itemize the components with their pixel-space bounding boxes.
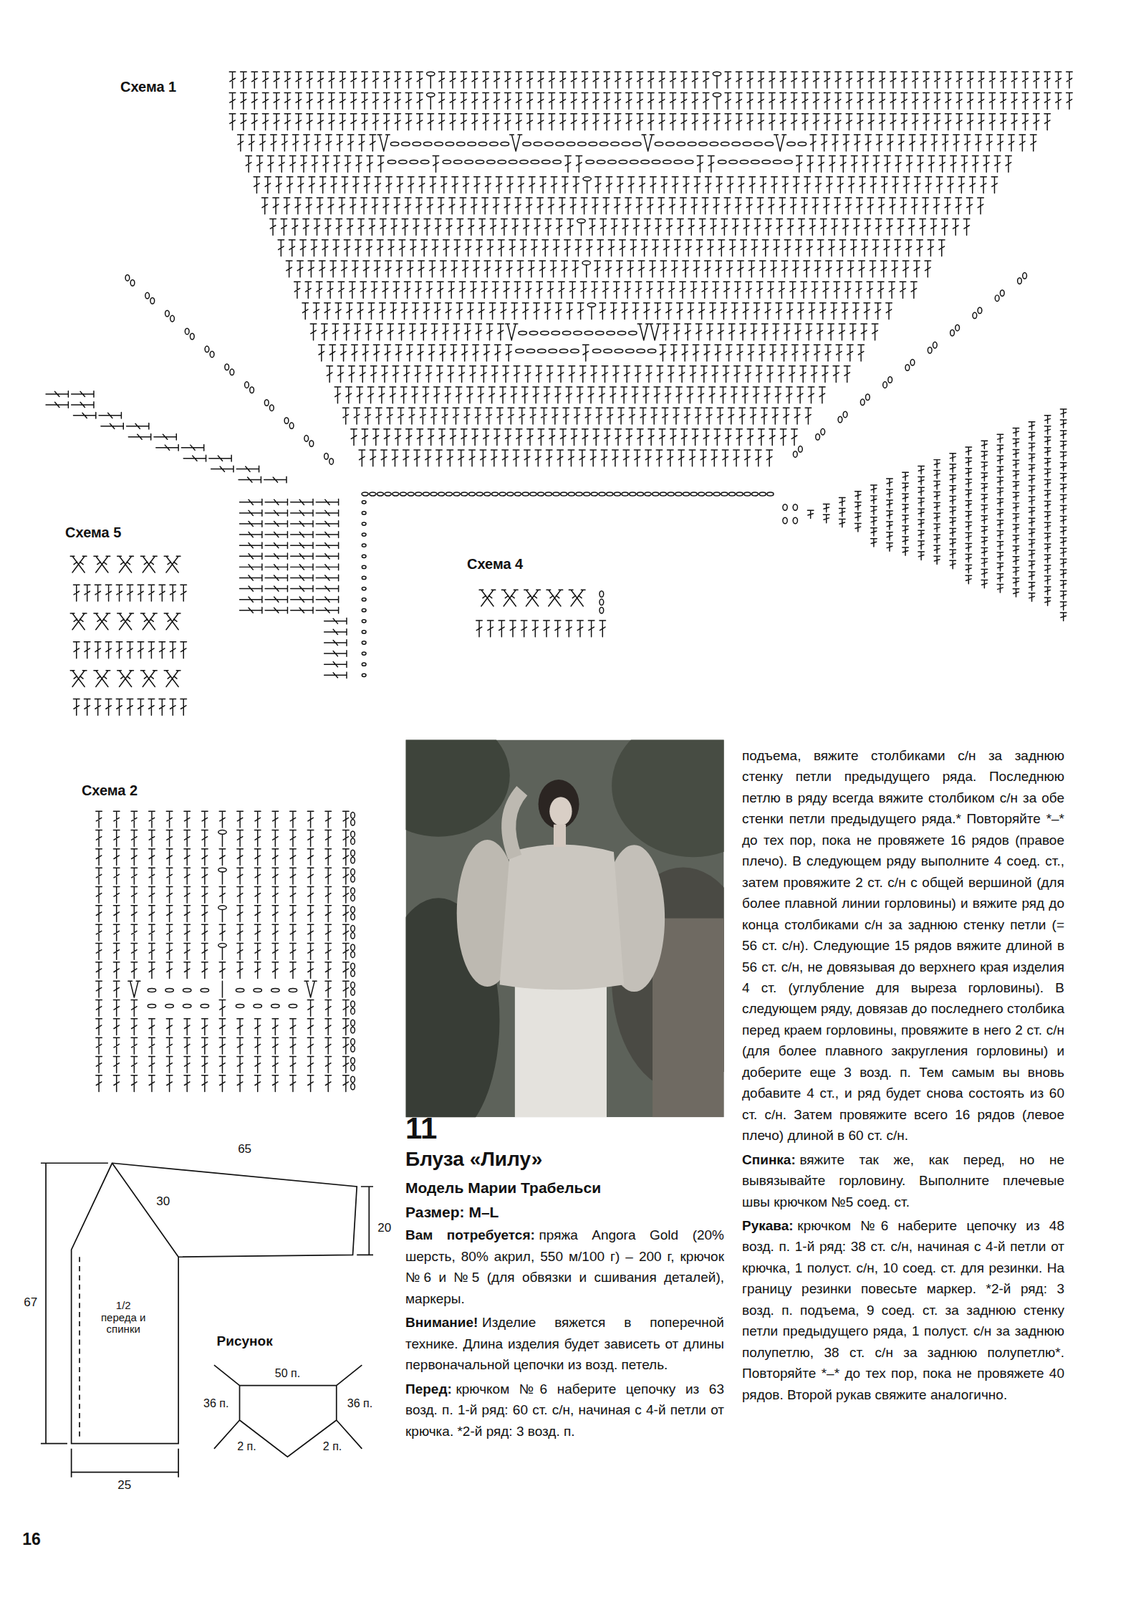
stitch-chart (70, 555, 187, 715)
neck-guide (214, 1364, 362, 1449)
dimension: 20 (377, 1221, 392, 1235)
stitch-chart (476, 589, 606, 637)
text: крючком №6 наберите цепочку из 63 возд. … (405, 1380, 725, 1439)
shed-wall (652, 918, 725, 1118)
size-line: Размер: M–L (405, 1201, 725, 1223)
article-number: 11 (405, 1111, 725, 1145)
run-in-heading: Рукава: (742, 1217, 794, 1233)
dimension: 67 (23, 1294, 38, 1309)
foliage (406, 739, 510, 837)
text: подъема, вяжите столбиками с/н за заднюю… (742, 747, 1065, 1143)
text-column: подъема, вяжите столбиками с/н за заднюю… (742, 744, 1065, 1408)
text: Модель Марии Трабельси (405, 1178, 601, 1196)
neck-drawing (214, 1364, 362, 1457)
text: крючком №6 наберите цепочку из 48 возд. … (742, 1217, 1065, 1402)
title: Блуза «Лилу» (405, 1147, 543, 1170)
raised-arm (508, 790, 523, 858)
dimension: 25 (117, 1477, 132, 1492)
paragraph: подъема, вяжите столбиками с/н за заднюю… (742, 744, 1065, 1146)
part-name: 1/2 переда и спинки (97, 1299, 149, 1336)
foliage (611, 739, 725, 858)
chart-title: Схема 1 (120, 78, 177, 95)
run-in-heading: Внимание! (405, 1314, 478, 1330)
article-title: Блуза «Лилу» (405, 1146, 725, 1172)
neck (553, 824, 566, 847)
text: Размер: M–L (405, 1203, 499, 1220)
dimension-line (356, 1186, 374, 1255)
paragraph: Рукава:крючком №6 наберите цепочку из 48… (742, 1214, 1065, 1405)
hair (538, 779, 580, 828)
run-in-heading: Вам потребуется: (405, 1226, 536, 1242)
stitch-count: 36 п. (203, 1396, 229, 1410)
paragraph: Вам потребуется:пряжа Angora Gold (20% ш… (405, 1224, 725, 1309)
page-number: 16 (22, 1530, 41, 1549)
run-in-heading: Спинка: (742, 1151, 796, 1167)
dimension-line (40, 1162, 109, 1443)
dimension-line (71, 1448, 179, 1477)
dimension: 30 (156, 1194, 170, 1209)
dimension: 65 (237, 1142, 252, 1157)
paragraph: Перед:крючком №6 наберите цепочку из 63 … (405, 1378, 725, 1442)
stitch-chart (45, 71, 1073, 678)
garment-outline (71, 1162, 358, 1443)
raglan-line (112, 1162, 180, 1257)
designer-line: Модель Марии Трабельси (405, 1176, 725, 1199)
skirt (514, 974, 607, 1117)
photo (406, 739, 725, 1118)
stitch-count: 2 п. (237, 1439, 256, 1453)
chart-title: Схема 4 (466, 555, 523, 572)
stitch-count: 36 п. (347, 1396, 373, 1410)
paragraph: Внимание!Изделие вяжется в поперечной те… (405, 1311, 725, 1375)
stitch-count: 2 п. (323, 1439, 342, 1453)
text-column: 11Блуза «Лилу» Модель Марии ТрабельсиРазм… (405, 1111, 725, 1444)
chart-title: Схема 2 (81, 782, 138, 798)
text: 11 (405, 1110, 437, 1145)
chart-title: Схема 5 (65, 524, 122, 541)
fold-line (78, 1256, 81, 1438)
stitch-count: 50 п. (275, 1367, 301, 1381)
face (549, 796, 572, 826)
sweater (499, 843, 625, 990)
figure-title: Рисунок (217, 1332, 273, 1348)
paragraph: Спинка:вяжите так же, как перед, но не в… (742, 1148, 1065, 1212)
run-in-heading: Перед: (405, 1380, 452, 1396)
garment-schematic (40, 1162, 374, 1477)
stitch-chart (95, 810, 356, 1091)
